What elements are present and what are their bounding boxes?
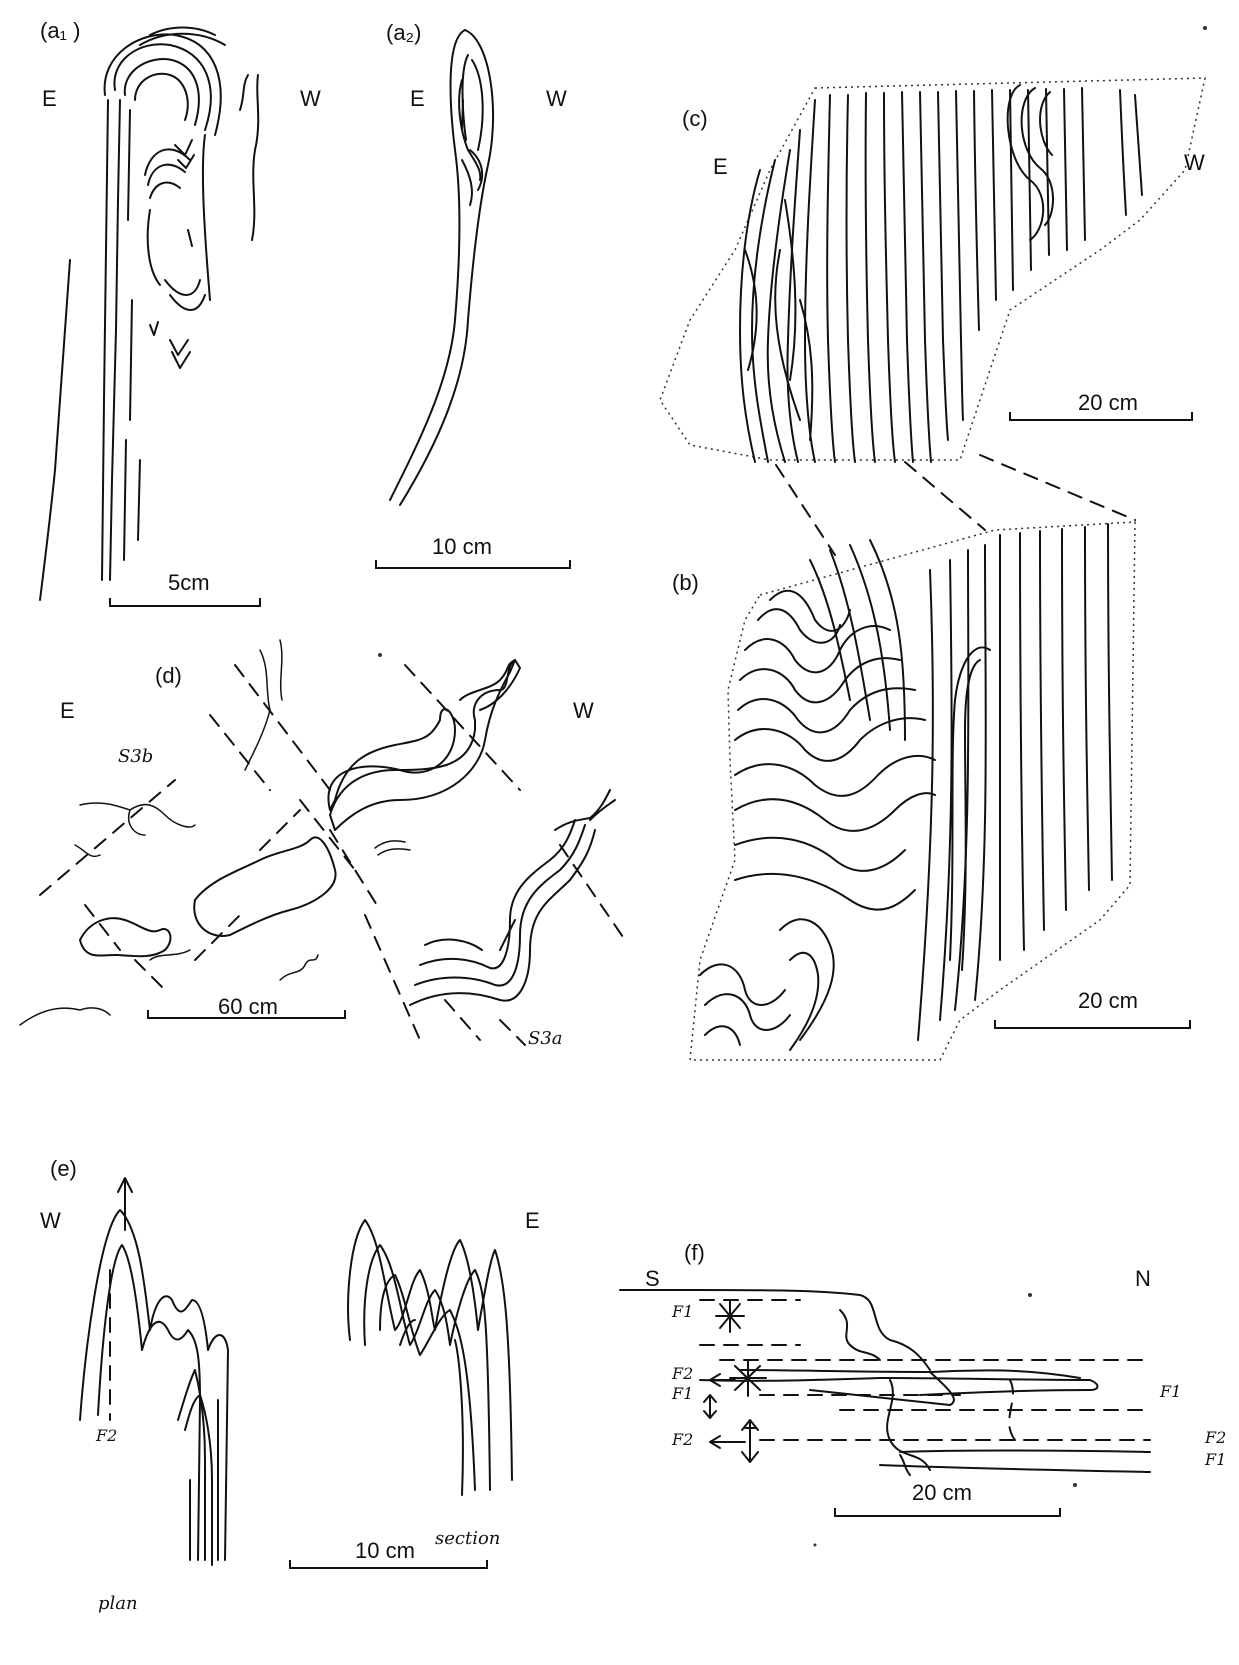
panel-b-scale-label: 20 cm <box>1078 990 1138 1012</box>
panel-a2-drawing <box>376 30 570 568</box>
f1-label-right: F1 <box>1160 1384 1181 1400</box>
f2-label-lower: F2 <box>672 1432 693 1448</box>
panel-a1-drawing <box>40 28 260 607</box>
panel-c-label: (c) <box>682 108 708 130</box>
panel-a2-east-label: E <box>410 88 425 110</box>
panel-c-west-label: W <box>1184 152 1205 174</box>
panel-f-drawing <box>620 1290 1150 1516</box>
f1-label-upper: F1 <box>672 1386 693 1402</box>
panel-e-f2-label: F2 <box>96 1428 117 1444</box>
panel-e-scale-label: 10 cm <box>355 1540 415 1562</box>
panel-a1-label: (a₁ ) <box>40 20 80 42</box>
f1-label-bottom-right: F1 <box>1205 1452 1226 1468</box>
panel-b-label: (b) <box>672 572 699 594</box>
panel-d-west-label: W <box>573 700 594 722</box>
panel-f-south-label: S <box>645 1268 660 1290</box>
panel-f-label: (f) <box>684 1242 705 1264</box>
panel-a2-scale-label: 10 cm <box>432 536 492 558</box>
f2-label-right: F2 <box>1205 1430 1226 1446</box>
s3b-label: S3b <box>118 748 153 766</box>
panel-d-label: (d) <box>155 665 182 687</box>
panel-a2-label: (a₂) <box>386 22 421 44</box>
panel-a1-west-label: W <box>300 88 321 110</box>
correlation-lines <box>776 455 1135 555</box>
plan-label: plan <box>98 1595 138 1613</box>
panel-a1-scale-label: 5cm <box>168 572 210 594</box>
panel-f-scale-label: 20 cm <box>912 1482 972 1504</box>
panel-f-north-label: N <box>1135 1268 1151 1290</box>
f2-label-upper: F2 <box>672 1366 693 1382</box>
panel-d-east-label: E <box>60 700 75 722</box>
panel-d-drawing <box>20 640 625 1045</box>
panel-e-east-label: E <box>525 1210 540 1232</box>
panel-b-drawing <box>690 522 1190 1060</box>
panel-a2-west-label: W <box>546 88 567 110</box>
panel-c-scale-label: 20 cm <box>1078 392 1138 414</box>
section-label: section <box>435 1530 500 1548</box>
f1-label-top: F1 <box>672 1304 693 1320</box>
panel-e-label: (e) <box>50 1158 77 1180</box>
panel-d-scale-label: 60 cm <box>218 996 278 1018</box>
panel-e-west-label: W <box>40 1210 61 1232</box>
panel-a1-east-label: E <box>42 88 57 110</box>
panel-e-drawing <box>80 1178 512 1568</box>
panel-c-east-label: E <box>713 156 728 178</box>
s3a-label: S3a <box>528 1030 563 1048</box>
